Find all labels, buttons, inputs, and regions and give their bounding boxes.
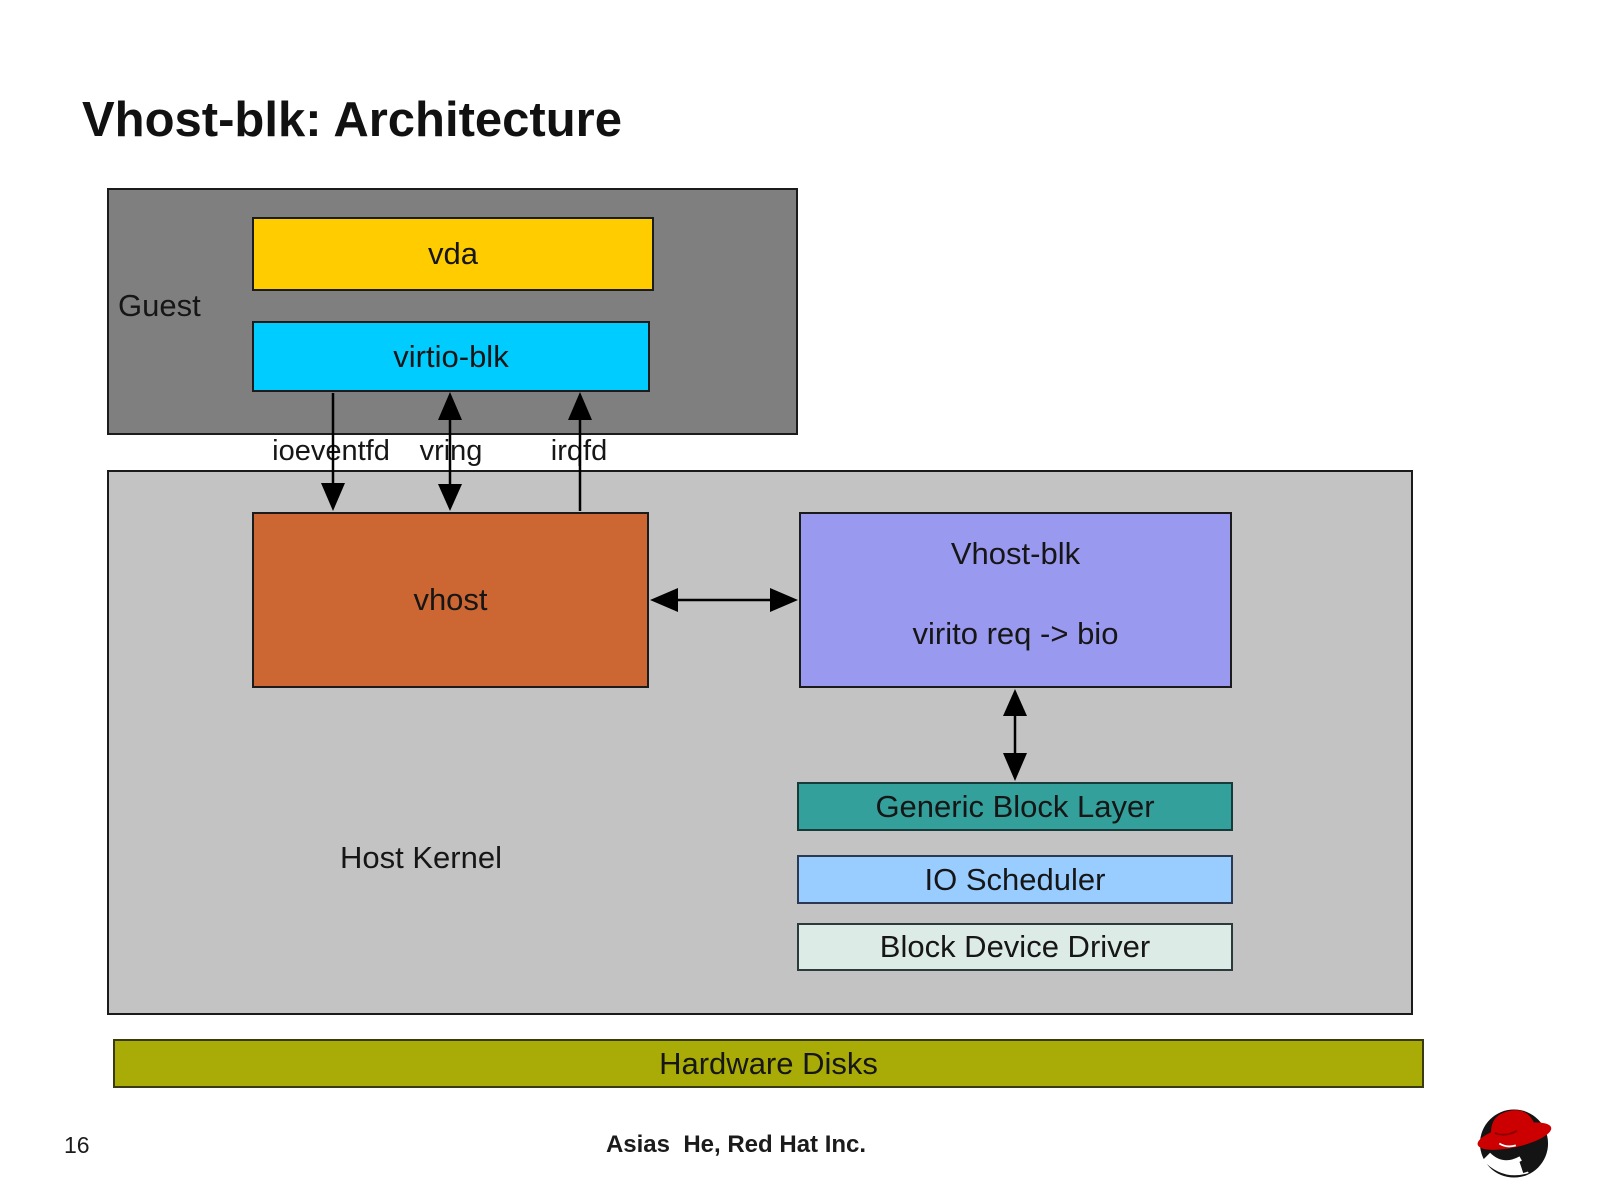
generic-block-layer-label: Generic Block Layer — [875, 788, 1155, 824]
host-kernel-label: Host Kernel — [340, 840, 502, 875]
io-scheduler-label: IO Scheduler — [924, 861, 1106, 897]
vhost-blk-title: Vhost-blk — [950, 536, 1081, 571]
vhost-blk-box: Vhost-blk virito req -> bio — [799, 512, 1232, 688]
hardware-disks-bar: Hardware Disks — [113, 1039, 1424, 1088]
block-device-driver-label: Block Device Driver — [879, 929, 1151, 964]
slide-title: Vhost-blk: Architecture — [82, 93, 622, 147]
page-number: 16 — [64, 1132, 90, 1158]
guest-label: Guest — [118, 288, 201, 323]
hardware-disks-label: Hardware Disks — [659, 1045, 878, 1081]
virtio-blk-box: virtio-blk — [252, 321, 650, 392]
redhat-logo — [1477, 1109, 1552, 1178]
vhost-label: vhost — [413, 582, 488, 617]
block-device-driver-box: Block Device Driver — [797, 923, 1233, 971]
ioeventfd-label: ioeventfd — [272, 435, 390, 467]
vhost-box: vhost — [252, 512, 649, 688]
virtio-blk-label: virtio-blk — [393, 338, 509, 374]
irqfd-label: irqfd — [550, 435, 608, 467]
vda-box: vda — [252, 217, 654, 291]
redhat-shadowman-icon — [1477, 1109, 1552, 1178]
vring-label: vring — [419, 435, 483, 467]
vhost-blk-subtitle: virito req -> bio — [912, 616, 1119, 651]
generic-block-layer-box: Generic Block Layer — [797, 782, 1233, 831]
footer-credit: Asias He, Red Hat Inc. — [605, 1131, 867, 1158]
io-scheduler-box: IO Scheduler — [797, 855, 1233, 904]
vda-label: vda — [428, 236, 478, 271]
